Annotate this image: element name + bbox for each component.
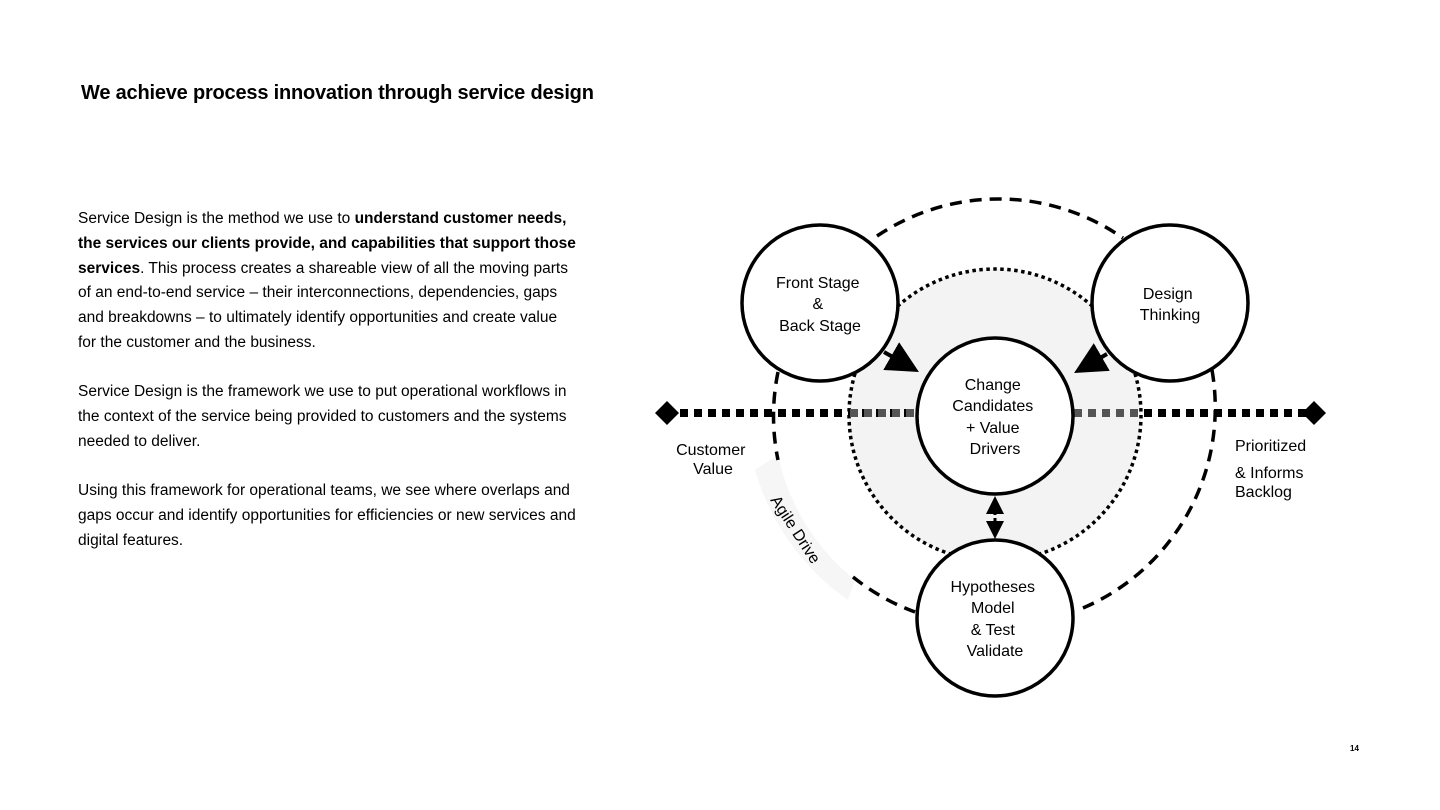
outer-dashed-arc-top — [876, 197, 1124, 240]
paragraph-method-bold: understand customer needs, the services … — [78, 210, 576, 277]
diamond-right-icon — [1302, 401, 1326, 425]
front-stage-circle — [740, 223, 900, 383]
outer-dashed-arc-bottom-left — [851, 575, 916, 614]
hypotheses-label: Hypotheses Model & Test Validate — [951, 579, 1040, 660]
customer-value-line-2: Value — [693, 461, 733, 478]
diamond-left-icon — [655, 401, 679, 425]
agile-drive-band — [755, 455, 855, 600]
hypotheses-line-2: Model — [971, 600, 1015, 617]
paragraph-method: Service Design is the method we use to u… — [78, 207, 578, 356]
slide-title: We achieve process innovation through se… — [81, 82, 594, 104]
change-line-1: Change — [965, 377, 1021, 394]
body-text: Service Design is the method we use to u… — [78, 207, 578, 578]
outer-dashed-arc-left — [771, 371, 780, 461]
paragraph-method-intro: Service Design is the method we use to — [78, 210, 355, 227]
prioritized-label: Prioritized & Informs Backlog — [1235, 438, 1311, 501]
arrow-front-to-change — [883, 342, 919, 372]
design-thinking-label: Design Thinking — [1140, 286, 1200, 324]
design-thinking-line-2: Thinking — [1140, 307, 1200, 324]
paragraph-method-rest: . This process creates a shareable view … — [78, 259, 568, 351]
change-line-2: Candidates — [952, 398, 1033, 415]
change-candidates-circle — [915, 336, 1075, 496]
change-line-3: + Value — [966, 420, 1020, 437]
change-candidates-label: Change Candidates + Value Drivers — [952, 377, 1037, 458]
design-thinking-circle — [1090, 223, 1250, 383]
paragraph-framework: Service Design is the framework we use t… — [78, 383, 567, 450]
arrow-design-to-change — [1074, 343, 1110, 373]
front-stage-line-2: & — [812, 296, 823, 313]
hypotheses-line-1: Hypotheses — [951, 579, 1036, 596]
paragraph-operational: Using this framework for operational tea… — [78, 482, 576, 549]
hypotheses-line-3: & Test — [971, 622, 1016, 639]
change-line-4: Drivers — [970, 441, 1021, 458]
prioritized-line-2: & Informs — [1235, 465, 1303, 482]
customer-value-label: Customer Value — [676, 442, 750, 478]
page-number: 14 — [1350, 744, 1359, 753]
design-thinking-line-1: Design — [1143, 286, 1193, 303]
agile-drive-label: Agile Drive — [767, 493, 823, 567]
prioritized-line-1: Prioritized — [1235, 438, 1306, 455]
front-stage-line-3: Back Stage — [779, 318, 861, 335]
hypotheses-line-4: Validate — [967, 643, 1024, 660]
front-stage-label: Front Stage & Back Stage — [776, 275, 864, 335]
customer-value-line-1: Customer — [676, 442, 746, 459]
front-stage-line-1: Front Stage — [776, 275, 860, 292]
hypotheses-circle — [915, 538, 1075, 698]
prioritized-line-3: Backlog — [1235, 484, 1292, 501]
